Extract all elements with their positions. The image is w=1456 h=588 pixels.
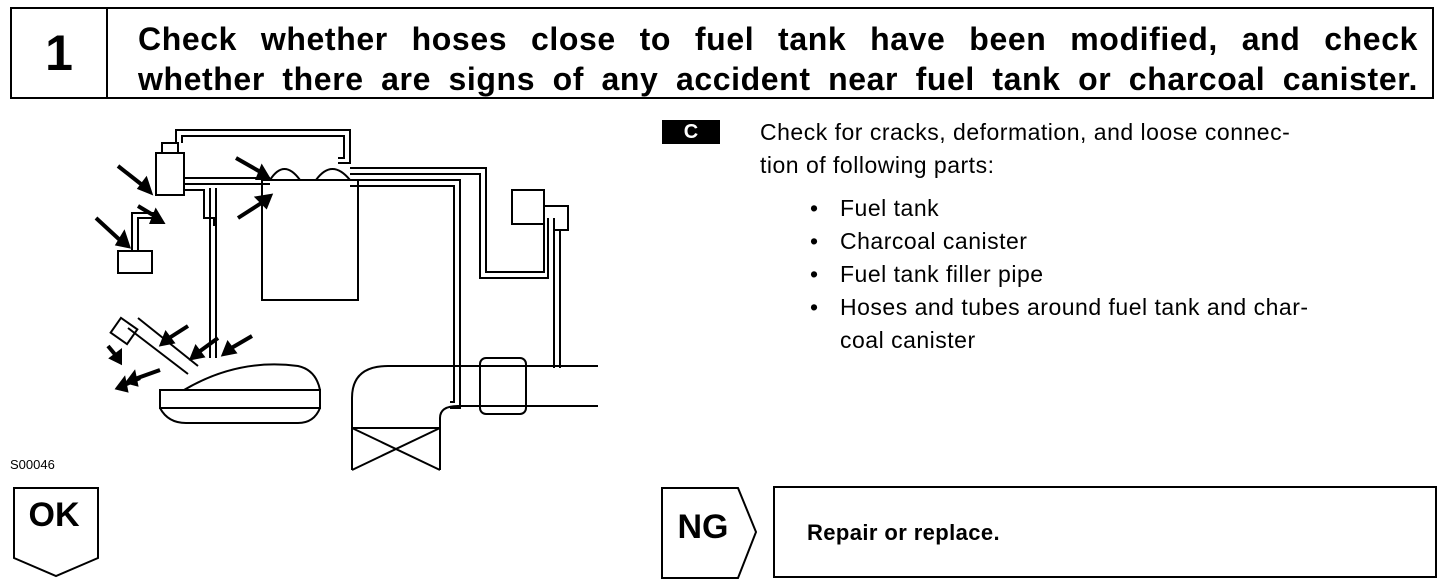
step-title-line-2: whether there are signs of any accident … — [138, 61, 1418, 97]
left-connector — [117, 250, 153, 274]
tank-dome-1 — [269, 168, 301, 181]
filler-cap — [109, 316, 139, 346]
ng-arrow-box — [661, 487, 758, 579]
pipe-collar — [479, 357, 527, 415]
list-item: •Hoses and tubes around fuel tank and ch… — [810, 294, 1309, 320]
right-canister — [511, 189, 545, 225]
fuel-system-diagram — [94, 129, 598, 471]
elbow-pipe — [351, 365, 598, 470]
ng-label: NG — [677, 508, 729, 546]
canister-valve-cap — [161, 142, 179, 154]
step-number: 1 — [12, 9, 108, 97]
ok-label: OK — [28, 496, 80, 534]
ng-action: Repair or replace. — [807, 520, 1001, 545]
tank-dome-2 — [315, 168, 351, 181]
figure-id: S00046 — [10, 457, 55, 472]
vapor-tank — [261, 179, 359, 301]
side-hose — [350, 173, 549, 279]
list-item: •Charcoal canister — [810, 228, 1028, 254]
top-loop-hose — [175, 129, 351, 164]
list-item-continuation: coal canister — [840, 327, 976, 353]
ng-action-box: Repair or replace. — [773, 486, 1437, 578]
check-instruction: Check for cracks, deformation, and loose… — [760, 116, 1440, 182]
bottom-bracing — [351, 427, 441, 471]
check-badge: C — [662, 120, 720, 144]
check-line-1: Check for cracks, deformation, and loose… — [760, 119, 1291, 145]
step-title-line-1: Check whether hoses close to fuel tank h… — [138, 21, 1418, 57]
list-item: •Fuel tank filler pipe — [810, 261, 1044, 287]
canister-valve — [155, 152, 185, 196]
list-item: •Fuel tank — [810, 195, 940, 221]
step-title: Check whether hoses close to fuel tank h… — [138, 19, 1418, 99]
parts-list: •Fuel tank •Charcoal canister •Fuel tank… — [810, 192, 1309, 357]
ok-arrow-box — [13, 487, 99, 578]
check-line-2: tion of following parts: — [760, 152, 995, 178]
step-header: 1 Check whether hoses close to fuel tank… — [10, 7, 1434, 99]
filler-base — [159, 389, 321, 409]
fill-return-pipe — [350, 179, 461, 409]
